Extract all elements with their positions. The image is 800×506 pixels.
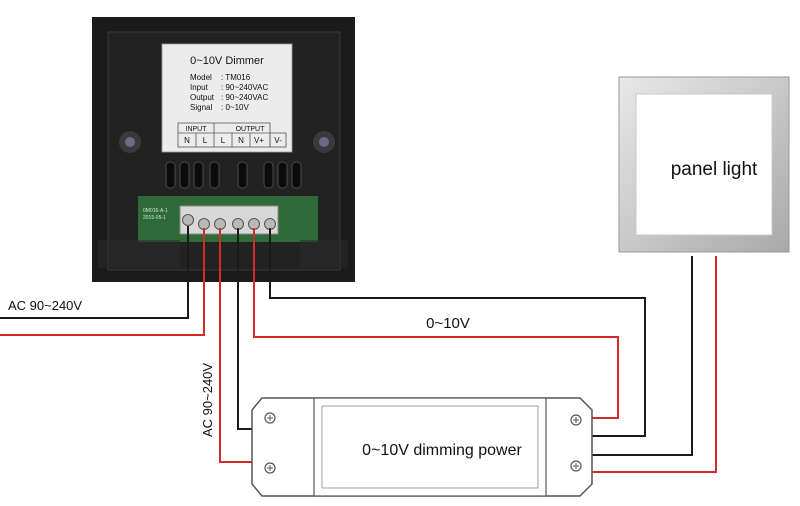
terminal-label-n-out: N <box>238 136 244 145</box>
spec-value: : TM016 <box>221 73 251 82</box>
vent-slots <box>165 161 302 189</box>
terminal-block <box>179 205 279 235</box>
terminal-screws <box>182 214 276 230</box>
power-supply-label: 0~10V dimming power <box>362 442 522 459</box>
wire-ac-line-in <box>0 228 205 336</box>
spec-value: : 90~240VAC <box>221 83 268 92</box>
ac-input-label: AC 90~240V <box>8 298 82 313</box>
wire-psu-out-plus <box>580 256 717 473</box>
dimmer-device: 0~10V Dimmer Model : TM016 Input : 90~24… <box>92 17 355 282</box>
terminal-label-l-in: L <box>203 136 208 145</box>
spec-key: Signal <box>190 103 212 112</box>
spec-value: : 0~10V <box>221 103 249 112</box>
wires <box>0 226 717 473</box>
signal-label: 0~10V <box>426 315 470 332</box>
pcb-marking: 0M016-A-1 <box>143 208 168 214</box>
terminal-label-n-in: N <box>184 136 190 145</box>
wire-ac-neutral-in <box>0 226 189 319</box>
panel-light: panel light <box>618 76 790 253</box>
spec-key: Output <box>190 93 215 102</box>
wire-signal-minus <box>269 228 646 437</box>
terminal-label-l-out: L <box>221 136 226 145</box>
pcb-marking: 2015-05-1 <box>143 215 166 221</box>
ac-output-label: AC 90~240V <box>200 363 215 437</box>
spec-value: : 90~240VAC <box>221 93 268 102</box>
wire-signal-plus <box>253 228 619 419</box>
terminal-label-v-minus: V- <box>274 136 282 145</box>
output-group-label: OUTPUT <box>236 126 266 133</box>
spec-key: Model <box>190 73 212 82</box>
panel-light-label: panel light <box>671 159 758 180</box>
wire-psu-out-minus <box>580 256 693 456</box>
power-supply: 0~10V dimming power <box>251 397 593 497</box>
input-group-label: INPUT <box>186 126 208 133</box>
dimmer-label-title: 0~10V Dimmer <box>190 55 264 67</box>
terminal-label-v-plus: V+ <box>254 136 264 145</box>
spec-key: Input <box>190 83 209 92</box>
